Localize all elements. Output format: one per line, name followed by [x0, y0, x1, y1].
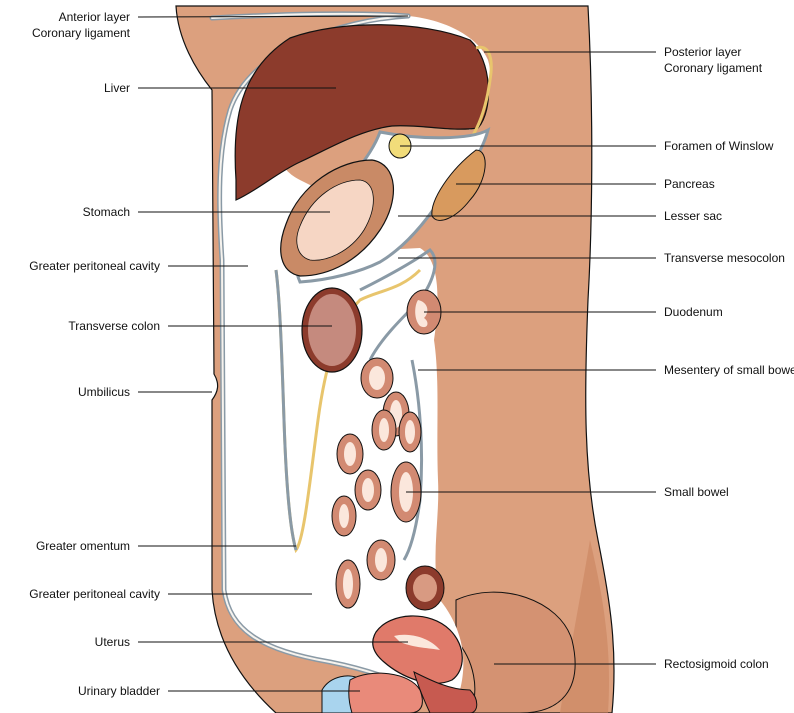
bowel-loop-lumen — [343, 569, 353, 599]
bowel-loop-lumen — [362, 478, 374, 502]
bowel-loop-lumen — [344, 442, 356, 466]
label-transverse-colon: Transverse colon — [68, 319, 160, 333]
label-posterior-coronary-ligament: Coronary ligament — [664, 61, 763, 75]
stomach-mucosa — [296, 179, 374, 261]
bowel-loop-lumen — [405, 420, 415, 444]
label-stomach: Stomach — [83, 205, 130, 219]
bowel-loop-lumen — [375, 548, 387, 572]
label-foramen-of-winslow: Foramen of Winslow — [664, 139, 774, 153]
pancreas-shape — [431, 149, 486, 221]
uterus-cavity — [394, 634, 440, 650]
label-umbilicus: Umbilicus — [78, 385, 130, 399]
transverse-mesocolon-shape — [359, 248, 437, 361]
uterus-shape — [372, 615, 463, 684]
bowel-loop-lumen — [413, 574, 437, 602]
label-urinary-bladder: Urinary bladder — [78, 684, 160, 698]
label-rectosigmoid-colon: Rectosigmoid colon — [664, 657, 769, 671]
greater-omentum-outline — [274, 269, 298, 551]
leader-anterior-layer — [137, 15, 409, 18]
bowel-loop-lumen — [379, 418, 389, 442]
label-pancreas: Pancreas — [664, 177, 715, 191]
label-uterus: Uterus — [95, 635, 130, 649]
label-transverse-mesocolon: Transverse mesocolon — [664, 251, 785, 265]
bowel-loop-lumen — [369, 366, 385, 390]
label-small-bowel: Small bowel — [664, 485, 729, 499]
rectosigmoid-colon-shape — [455, 591, 576, 713]
label-anterior-layer: Anterior layer — [59, 10, 130, 24]
bladder-wall-shape — [348, 672, 423, 713]
transverse-colon-lumen — [308, 294, 356, 366]
label-greater-omentum: Greater omentum — [36, 539, 130, 553]
label-posterior-layer: Posterior layer — [664, 45, 741, 59]
label-anterior-coronary-ligament: Coronary ligament — [32, 26, 131, 40]
liver-shape — [234, 24, 490, 201]
posterior-coronary-ligament — [468, 45, 493, 141]
label-lesser-sac: Lesser sac — [664, 209, 722, 223]
label-mesentery-of-small-bowel: Mesentery of small bowel — [664, 363, 794, 377]
label-liver: Liver — [104, 81, 130, 95]
bowel-loop-lumen — [339, 504, 349, 528]
greater-peritoneal-cavity-space — [219, 16, 491, 700]
label-greater-peritoneal-cavity-lower: Greater peritoneal cavity — [29, 587, 160, 601]
label-greater-peritoneal-cavity-upper: Greater peritoneal cavity — [29, 259, 160, 273]
label-duodenum: Duodenum — [664, 305, 723, 319]
duodenum-lumen — [415, 300, 428, 328]
